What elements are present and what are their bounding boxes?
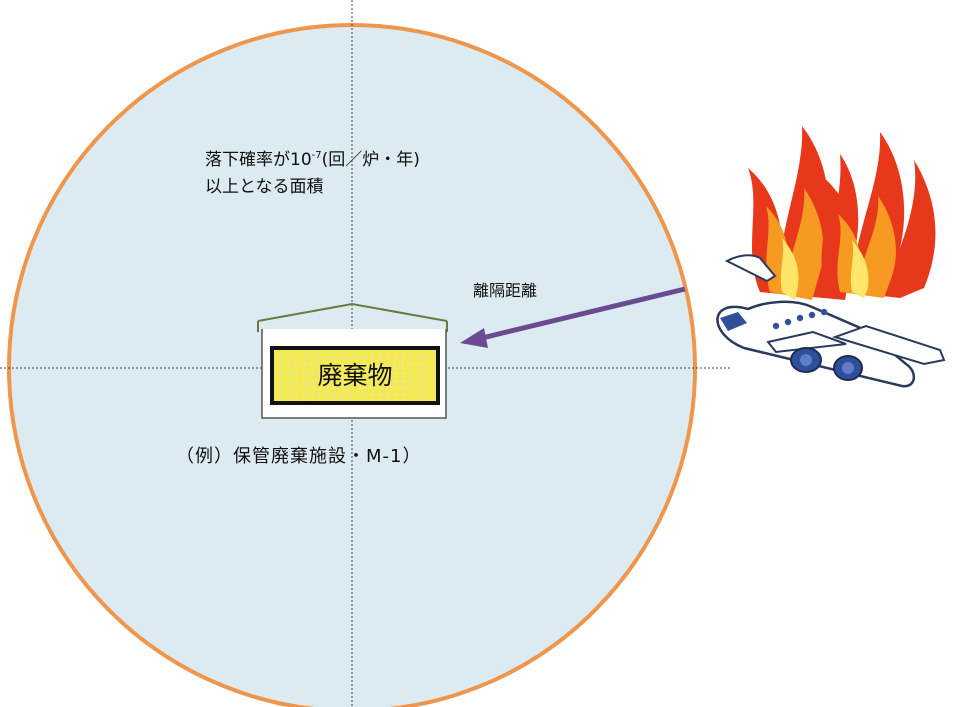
facility-roof bbox=[257, 302, 448, 322]
impact-area-label-line1: 落下確率が10-7(回／炉・年) bbox=[205, 142, 420, 174]
airplane-icon bbox=[716, 254, 946, 388]
separation-arrow bbox=[460, 286, 686, 348]
storage-facility bbox=[257, 302, 448, 419]
impact-area-label-prefix: 落下確率が10 bbox=[205, 150, 312, 170]
impact-area-label-line2: 以上となる面積 bbox=[205, 177, 324, 197]
impact-area-label: 落下確率が10-7(回／炉・年) 以上となる面積 bbox=[205, 142, 420, 201]
waste-container bbox=[270, 346, 440, 405]
fire-icon bbox=[748, 126, 936, 300]
separation-distance-label: 離隔距離 bbox=[473, 281, 538, 300]
waste-label: 廃棄物 bbox=[317, 361, 393, 390]
probability-exponent: -7 bbox=[311, 150, 322, 161]
facility-caption: （例）保管廃棄施設・M-1） bbox=[176, 446, 422, 467]
impact-area-label-unit: (回／炉・年) bbox=[321, 150, 420, 170]
